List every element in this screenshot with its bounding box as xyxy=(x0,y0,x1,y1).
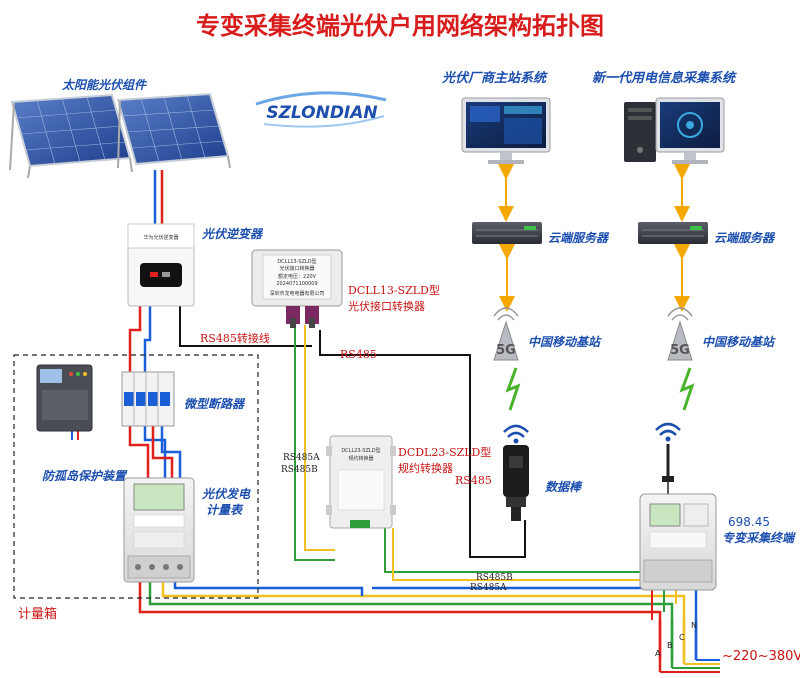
inverter-label: 光伏逆变器 xyxy=(201,227,264,241)
svg-text:5G: 5G xyxy=(496,343,516,358)
breaker-label: 微型断路器 xyxy=(184,397,246,411)
svg-text:华为光伏逆变器: 华为光伏逆变器 xyxy=(143,234,178,241)
data-stick-icon xyxy=(503,445,529,521)
anti-island-label: 防孤岛保护装置 xyxy=(42,469,128,483)
solar-panels-label: 太阳能光伏组件 xyxy=(61,78,148,92)
wifi-icon xyxy=(655,422,681,442)
server-rack-icon xyxy=(472,222,542,244)
solar-panel-icon xyxy=(9,93,133,179)
base-station-right-label: 中国移动基站 xyxy=(702,335,776,349)
converter1-model-label: DCLL13-SZLD型 xyxy=(348,283,440,297)
svg-text:DCLL23-SZLD型: DCLL23-SZLD型 xyxy=(341,447,380,454)
inverter-icon: 华为光伏逆变器 xyxy=(127,223,195,307)
phase-c-label: C xyxy=(679,633,685,642)
solar-panel-icon xyxy=(116,92,231,169)
converter1-name-label: 光伏接口转换器 xyxy=(348,299,425,313)
rs485-label: RS485 xyxy=(340,348,377,361)
cell-tower-5g-icon: 5G xyxy=(667,307,693,361)
antenna-icon xyxy=(662,444,674,494)
rs485-vertical-label: RS485 xyxy=(455,474,492,487)
pv-master-system-label: 光伏厂商主站系统 xyxy=(441,70,548,86)
rs485a-bottom-label: RS485A xyxy=(470,583,507,593)
base-station-left-label: 中国移动基站 xyxy=(528,335,602,349)
desktop-pc-icon xyxy=(624,102,656,162)
converter2-name-label: 规约转换器 xyxy=(398,461,453,475)
rs485a-label: RS485A xyxy=(283,453,320,463)
converter-icon: DCLL13-SZLD型 光伏接口转换器 额定电压：220V 202407110… xyxy=(251,249,343,328)
data-stick-label: 数据棒 xyxy=(545,480,583,494)
converter2-model-label: DCDL23-SZLD型 xyxy=(398,445,491,459)
brand-logo: SZLONDIAN xyxy=(255,91,387,128)
svg-text:深圳市龙电电器有限公司: 深圳市龙电电器有限公司 xyxy=(269,290,324,297)
rs485-cable-label: RS485转接线 xyxy=(200,331,270,345)
pv-meter-label-2: 计量表 xyxy=(206,503,244,517)
electric-meter-icon xyxy=(123,477,195,583)
phase-b-label: B xyxy=(667,641,673,650)
monitor-icon xyxy=(461,97,551,164)
meter-box-label: 计量箱 xyxy=(18,606,57,622)
rs485b-label: RS485B xyxy=(281,465,318,475)
phase-n-label: N xyxy=(691,621,697,630)
terminal-name-label: 专变采集终端 xyxy=(722,531,796,545)
server-rack-icon xyxy=(638,222,708,244)
cloud-server-right-label: 云端服务器 xyxy=(714,231,776,245)
page-title: 专变采集终端光伏户用网络架构拓扑图 xyxy=(196,12,604,40)
rs485b-bottom-label: RS485B xyxy=(476,573,513,583)
breaker-icon xyxy=(121,371,175,427)
wifi-icon xyxy=(503,424,529,444)
svg-text:规约转换器: 规约转换器 xyxy=(348,455,373,462)
svg-text:SZLONDIAN: SZLONDIAN xyxy=(266,103,377,123)
lightning-icon xyxy=(679,367,695,411)
svg-text:2024071100009: 2024071100009 xyxy=(276,281,317,287)
converter-icon: DCLL23-SZLD型 规约转换器 xyxy=(326,435,396,529)
anti-island-device-icon xyxy=(36,364,93,432)
new-gen-system-label: 新一代用电信息采集系统 xyxy=(592,70,737,86)
terminal-icon xyxy=(639,493,717,591)
voltage-label: ~220~380V xyxy=(722,649,800,664)
svg-text:DCLL13-SZLD型: DCLL13-SZLD型 xyxy=(277,258,316,265)
svg-text:5G: 5G xyxy=(670,343,690,358)
monitor-icon xyxy=(655,97,725,164)
pv-meter-label-1: 光伏发电 xyxy=(201,487,251,501)
terminal-value-label: 698.45 xyxy=(728,515,770,529)
meter-box-frame xyxy=(13,354,259,599)
svg-text:光伏接口转换器: 光伏接口转换器 xyxy=(279,265,314,272)
cell-tower-5g-icon: 5G xyxy=(493,307,519,361)
lightning-icon xyxy=(505,367,521,411)
phase-a-label: A xyxy=(655,649,661,658)
svg-text:额定电压：220V: 额定电压：220V xyxy=(278,273,317,280)
cloud-server-left-label: 云端服务器 xyxy=(548,231,610,245)
